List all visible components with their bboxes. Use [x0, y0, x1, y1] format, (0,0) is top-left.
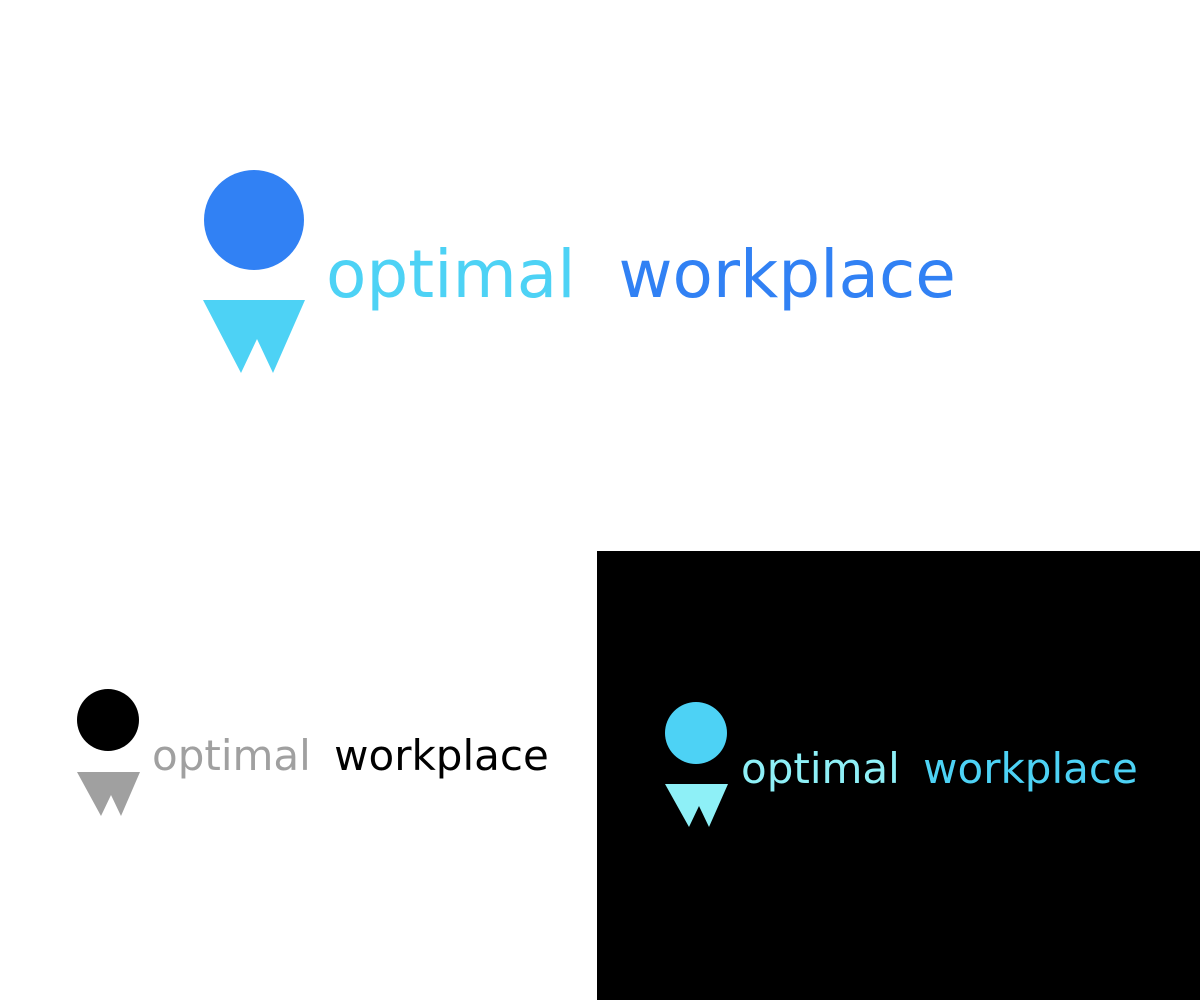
person-w-icon: [203, 170, 305, 373]
logo-wordmark: optimal workplace: [326, 242, 956, 308]
logo-w-shape: [203, 300, 305, 373]
logo-head-circle: [665, 702, 727, 764]
logo-wordmark: optimal workplace: [741, 748, 1138, 790]
logo-w-shape: [665, 784, 728, 827]
dark-background-panel: [597, 551, 1200, 1000]
logo-word-optimal: optimal: [741, 744, 900, 793]
logo-head-circle: [204, 170, 304, 270]
logo-w-shape: [77, 772, 140, 816]
logo-word-optimal: optimal: [152, 731, 311, 780]
logo-wordmark: optimal workplace: [152, 735, 549, 777]
person-w-icon: [77, 689, 140, 816]
logo-head-circle: [77, 689, 139, 751]
person-w-icon: [665, 702, 728, 827]
logo-word-workplace: workplace: [923, 744, 1138, 793]
logo-word-optimal: optimal: [326, 236, 576, 313]
logo-word-workplace: workplace: [618, 236, 956, 313]
logo-word-workplace: workplace: [334, 731, 549, 780]
